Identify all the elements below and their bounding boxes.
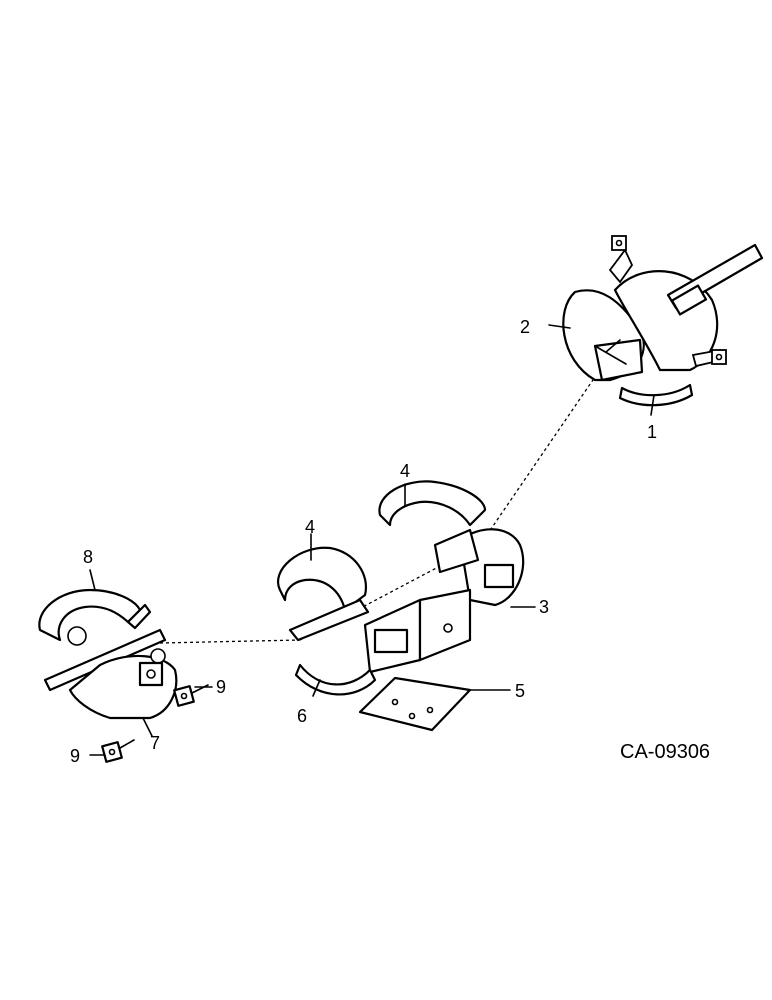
clip-lower [101, 739, 135, 763]
callout-7: 7 [150, 733, 160, 753]
callout-9-lower: 9 [70, 746, 80, 766]
callout-3: 3 [539, 597, 549, 617]
callout-8: 8 [83, 547, 93, 567]
callout-4-right: 4 [400, 461, 410, 481]
clip-upper [173, 684, 209, 707]
callout-6: 6 [297, 706, 307, 726]
upper-clamp-assembly [562, 235, 764, 407]
left-clamp-assembly [38, 588, 178, 720]
callout-9-upper: 9 [216, 677, 226, 697]
callout-5: 5 [515, 681, 525, 701]
callout-1: 1 [647, 422, 657, 442]
callout-4-left: 4 [305, 517, 315, 537]
figure-code: CA-09306 [620, 741, 710, 763]
base-plate [358, 676, 472, 732]
leader-lines [89, 324, 655, 756]
callout-2: 2 [520, 317, 530, 337]
double-bracket-assembly [277, 480, 525, 696]
